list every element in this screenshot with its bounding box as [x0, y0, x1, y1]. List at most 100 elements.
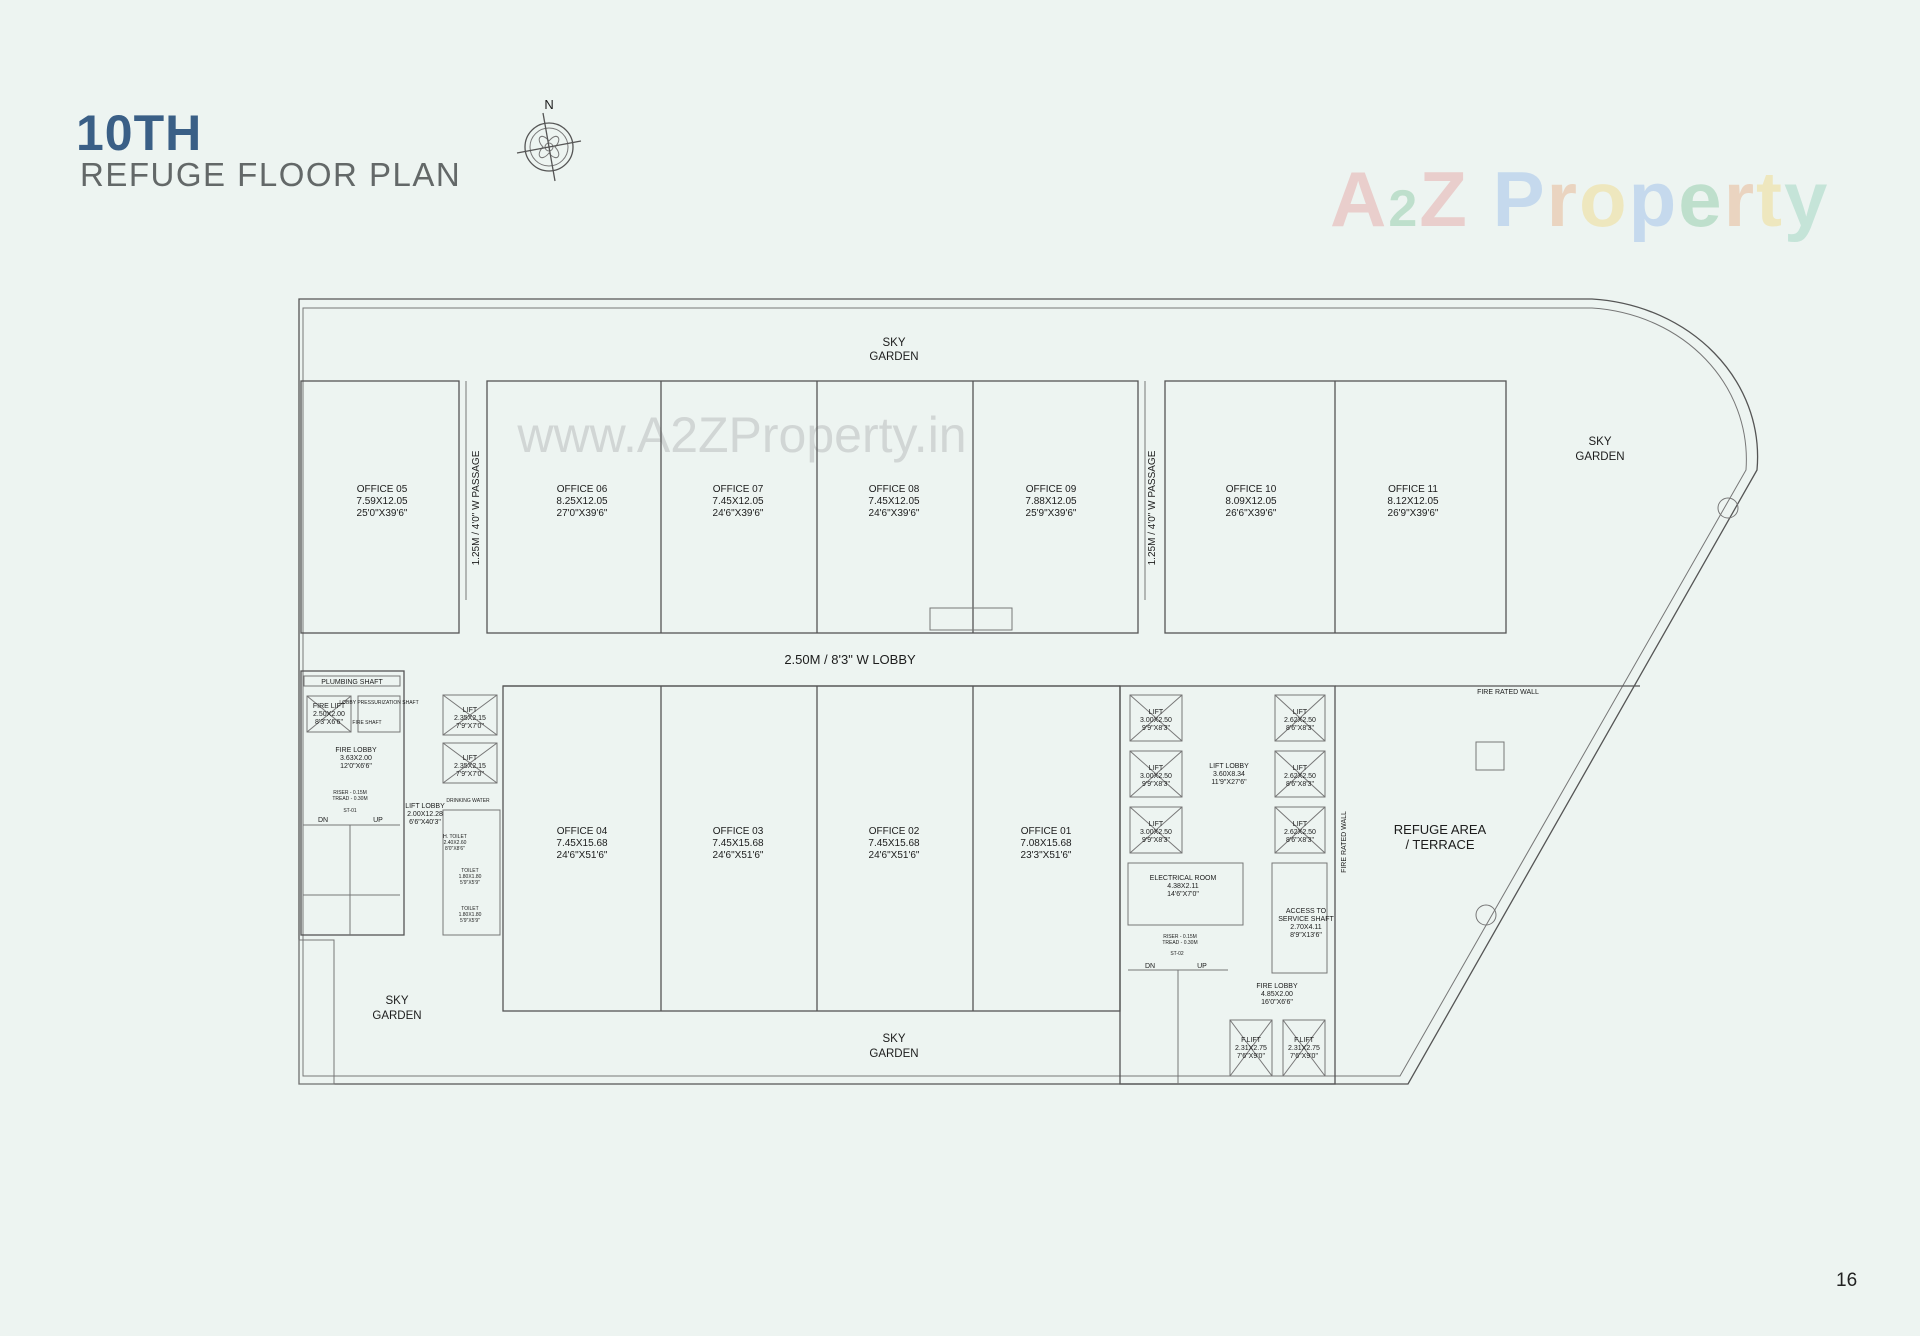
svg-text:26'9"X39'6": 26'9"X39'6"	[1388, 508, 1439, 519]
top-office-walls	[300, 380, 1507, 634]
sky-garden-right-label-2: GARDEN	[1575, 451, 1624, 463]
svg-text:9'9"X8'3": 9'9"X8'3"	[1142, 837, 1170, 844]
svg-text:2.31X2.75: 2.31X2.75	[1288, 1045, 1320, 1052]
compass-north-label: N	[544, 97, 553, 112]
passage-label-left: 1.25M / 4'0" W PASSAGE	[471, 450, 482, 565]
svg-text:14'6"X7'0": 14'6"X7'0"	[1167, 891, 1199, 898]
svg-text:LIFT: LIFT	[1293, 709, 1308, 716]
svg-text:OFFICE 04: OFFICE 04	[557, 826, 608, 837]
brand-letter: A	[1330, 155, 1389, 243]
svg-text:3.00X2.50: 3.00X2.50	[1140, 829, 1172, 836]
svg-text:OFFICE 11: OFFICE 11	[1388, 484, 1438, 495]
brand-letter: r	[1546, 155, 1579, 243]
svg-text:26'6"X39'6": 26'6"X39'6"	[1226, 508, 1277, 519]
left-core-labels: PLUMBING SHAFT FIRE LIFT2.50X2.008'3"X6'…	[313, 679, 490, 924]
svg-text:2.31X2.75: 2.31X2.75	[1235, 1045, 1267, 1052]
svg-text:ELECTRICAL ROOM: ELECTRICAL ROOM	[1150, 875, 1217, 882]
svg-text:2.50X2.00: 2.50X2.00	[313, 711, 345, 718]
svg-text:TOILET: TOILET	[461, 868, 478, 874]
svg-text:FIRE SHAFT: FIRE SHAFT	[352, 720, 381, 726]
svg-text:LIFT: LIFT	[463, 707, 478, 714]
website-watermark: www.A2ZProperty.in	[516, 407, 966, 463]
svg-text:ST-02: ST-02	[1170, 951, 1184, 957]
svg-text:2.40X2.60: 2.40X2.60	[444, 840, 467, 846]
svg-text:FIRE LIFT: FIRE LIFT	[313, 703, 346, 710]
svg-text:25'9"X39'6": 25'9"X39'6"	[1026, 508, 1077, 519]
svg-text:8.25X12.05: 8.25X12.05	[556, 496, 608, 507]
svg-text:1.80X1.80: 1.80X1.80	[459, 912, 482, 918]
fire-rated-wall-label: FIRE RATED WALL	[1477, 689, 1539, 696]
svg-text:RISER - 0.15M: RISER - 0.15M	[333, 790, 367, 796]
svg-text:7.45X12.05: 7.45X12.05	[712, 496, 764, 507]
svg-text:1.80X1.80: 1.80X1.80	[459, 874, 482, 880]
svg-text:5'9"X5'9": 5'9"X5'9"	[460, 918, 480, 924]
sky-garden-right-label: SKY	[1588, 436, 1611, 448]
svg-text:OFFICE 07: OFFICE 07	[713, 484, 764, 495]
refuge-area-label: REFUGE AREA	[1394, 822, 1487, 837]
svg-text:7.59X12.05: 7.59X12.05	[356, 496, 408, 507]
passage-label-right: 1.25M / 4'0" W PASSAGE	[1147, 450, 1158, 565]
svg-text:7'6"X9'0": 7'6"X9'0"	[1237, 1053, 1265, 1060]
svg-text:24'6"X51'6": 24'6"X51'6"	[869, 850, 920, 861]
svg-text:LOBBY PRESSURIZATION SHAFT: LOBBY PRESSURIZATION SHAFT	[339, 700, 418, 706]
svg-text:24'6"X39'6": 24'6"X39'6"	[713, 508, 764, 519]
svg-text:UP: UP	[373, 817, 383, 824]
sky-garden-left-label: SKY	[385, 995, 408, 1007]
svg-text:OFFICE 05: OFFICE 05	[357, 484, 408, 495]
svg-text:2.62X2.50: 2.62X2.50	[1284, 717, 1316, 724]
sky-garden-top-label: SKY	[882, 337, 905, 349]
svg-text:7.45X12.05: 7.45X12.05	[868, 496, 920, 507]
svg-text:9'9"X8'3": 9'9"X8'3"	[1142, 781, 1170, 788]
svg-text:LIFT: LIFT	[1293, 821, 1308, 828]
svg-text:OFFICE 06: OFFICE 06	[557, 484, 608, 495]
lobby-label: 2.50M / 8'3" W LOBBY	[784, 652, 916, 667]
page-number: 16	[1836, 1270, 1858, 1291]
svg-text:2.00X12.28: 2.00X12.28	[407, 811, 443, 818]
svg-text:8'6"X8'3": 8'6"X8'3"	[1286, 781, 1314, 788]
svg-text:H. TOILET: H. TOILET	[443, 834, 467, 840]
svg-text:TREAD - 0.30M: TREAD - 0.30M	[332, 796, 367, 802]
svg-text:TREAD - 0.30M: TREAD - 0.30M	[1162, 940, 1197, 946]
svg-text:7.08X15.68: 7.08X15.68	[1020, 838, 1072, 849]
svg-text:7'6"X9'0": 7'6"X9'0"	[1290, 1053, 1318, 1060]
svg-text:5'9"X5'9": 5'9"X5'9"	[460, 880, 480, 886]
svg-text:OFFICE 01: OFFICE 01	[1021, 826, 1072, 837]
building-outline	[298, 298, 1759, 1085]
svg-text:ST-01: ST-01	[343, 808, 357, 814]
sky-garden-bottom-label-2: GARDEN	[869, 1048, 918, 1060]
north-compass-icon: N	[516, 97, 582, 182]
svg-text:DRINKING WATER: DRINKING WATER	[446, 798, 490, 804]
brand-letter: o	[1578, 155, 1629, 243]
svg-text:F.LIFT: F.LIFT	[1294, 1037, 1315, 1044]
svg-text:16'0"X6'6": 16'0"X6'6"	[1261, 999, 1293, 1006]
svg-text:TOILET: TOILET	[461, 906, 478, 912]
svg-text:8'3"X6'6": 8'3"X6'6"	[315, 719, 343, 726]
svg-text:3.00X2.50: 3.00X2.50	[1140, 717, 1172, 724]
brand-letter: t	[1756, 155, 1785, 243]
sky-garden-top-label-2: GARDEN	[869, 351, 918, 363]
sky-garden-bottom-label: SKY	[882, 1033, 905, 1045]
svg-text:7.45X15.68: 7.45X15.68	[868, 838, 920, 849]
svg-text:DN: DN	[318, 817, 328, 824]
svg-text:SERVICE SHAFT: SERVICE SHAFT	[1278, 916, 1334, 923]
svg-text:LIFT: LIFT	[463, 755, 478, 762]
svg-text:3.60X8.34: 3.60X8.34	[1213, 771, 1245, 778]
svg-text:25'0"X39'6": 25'0"X39'6"	[357, 508, 408, 519]
fire-rated-wall-label-vertical: FIRE RATED WALL	[1341, 811, 1348, 873]
plan-subtitle: REFUGE FLOOR PLAN	[80, 156, 462, 193]
svg-text:9'9"X8'3": 9'9"X8'3"	[1142, 725, 1170, 732]
brand-letter: e	[1678, 155, 1724, 243]
svg-text:2.70X4.11: 2.70X4.11	[1290, 924, 1322, 931]
svg-text:OFFICE 08: OFFICE 08	[869, 484, 920, 495]
brand-letter: y	[1784, 155, 1830, 243]
